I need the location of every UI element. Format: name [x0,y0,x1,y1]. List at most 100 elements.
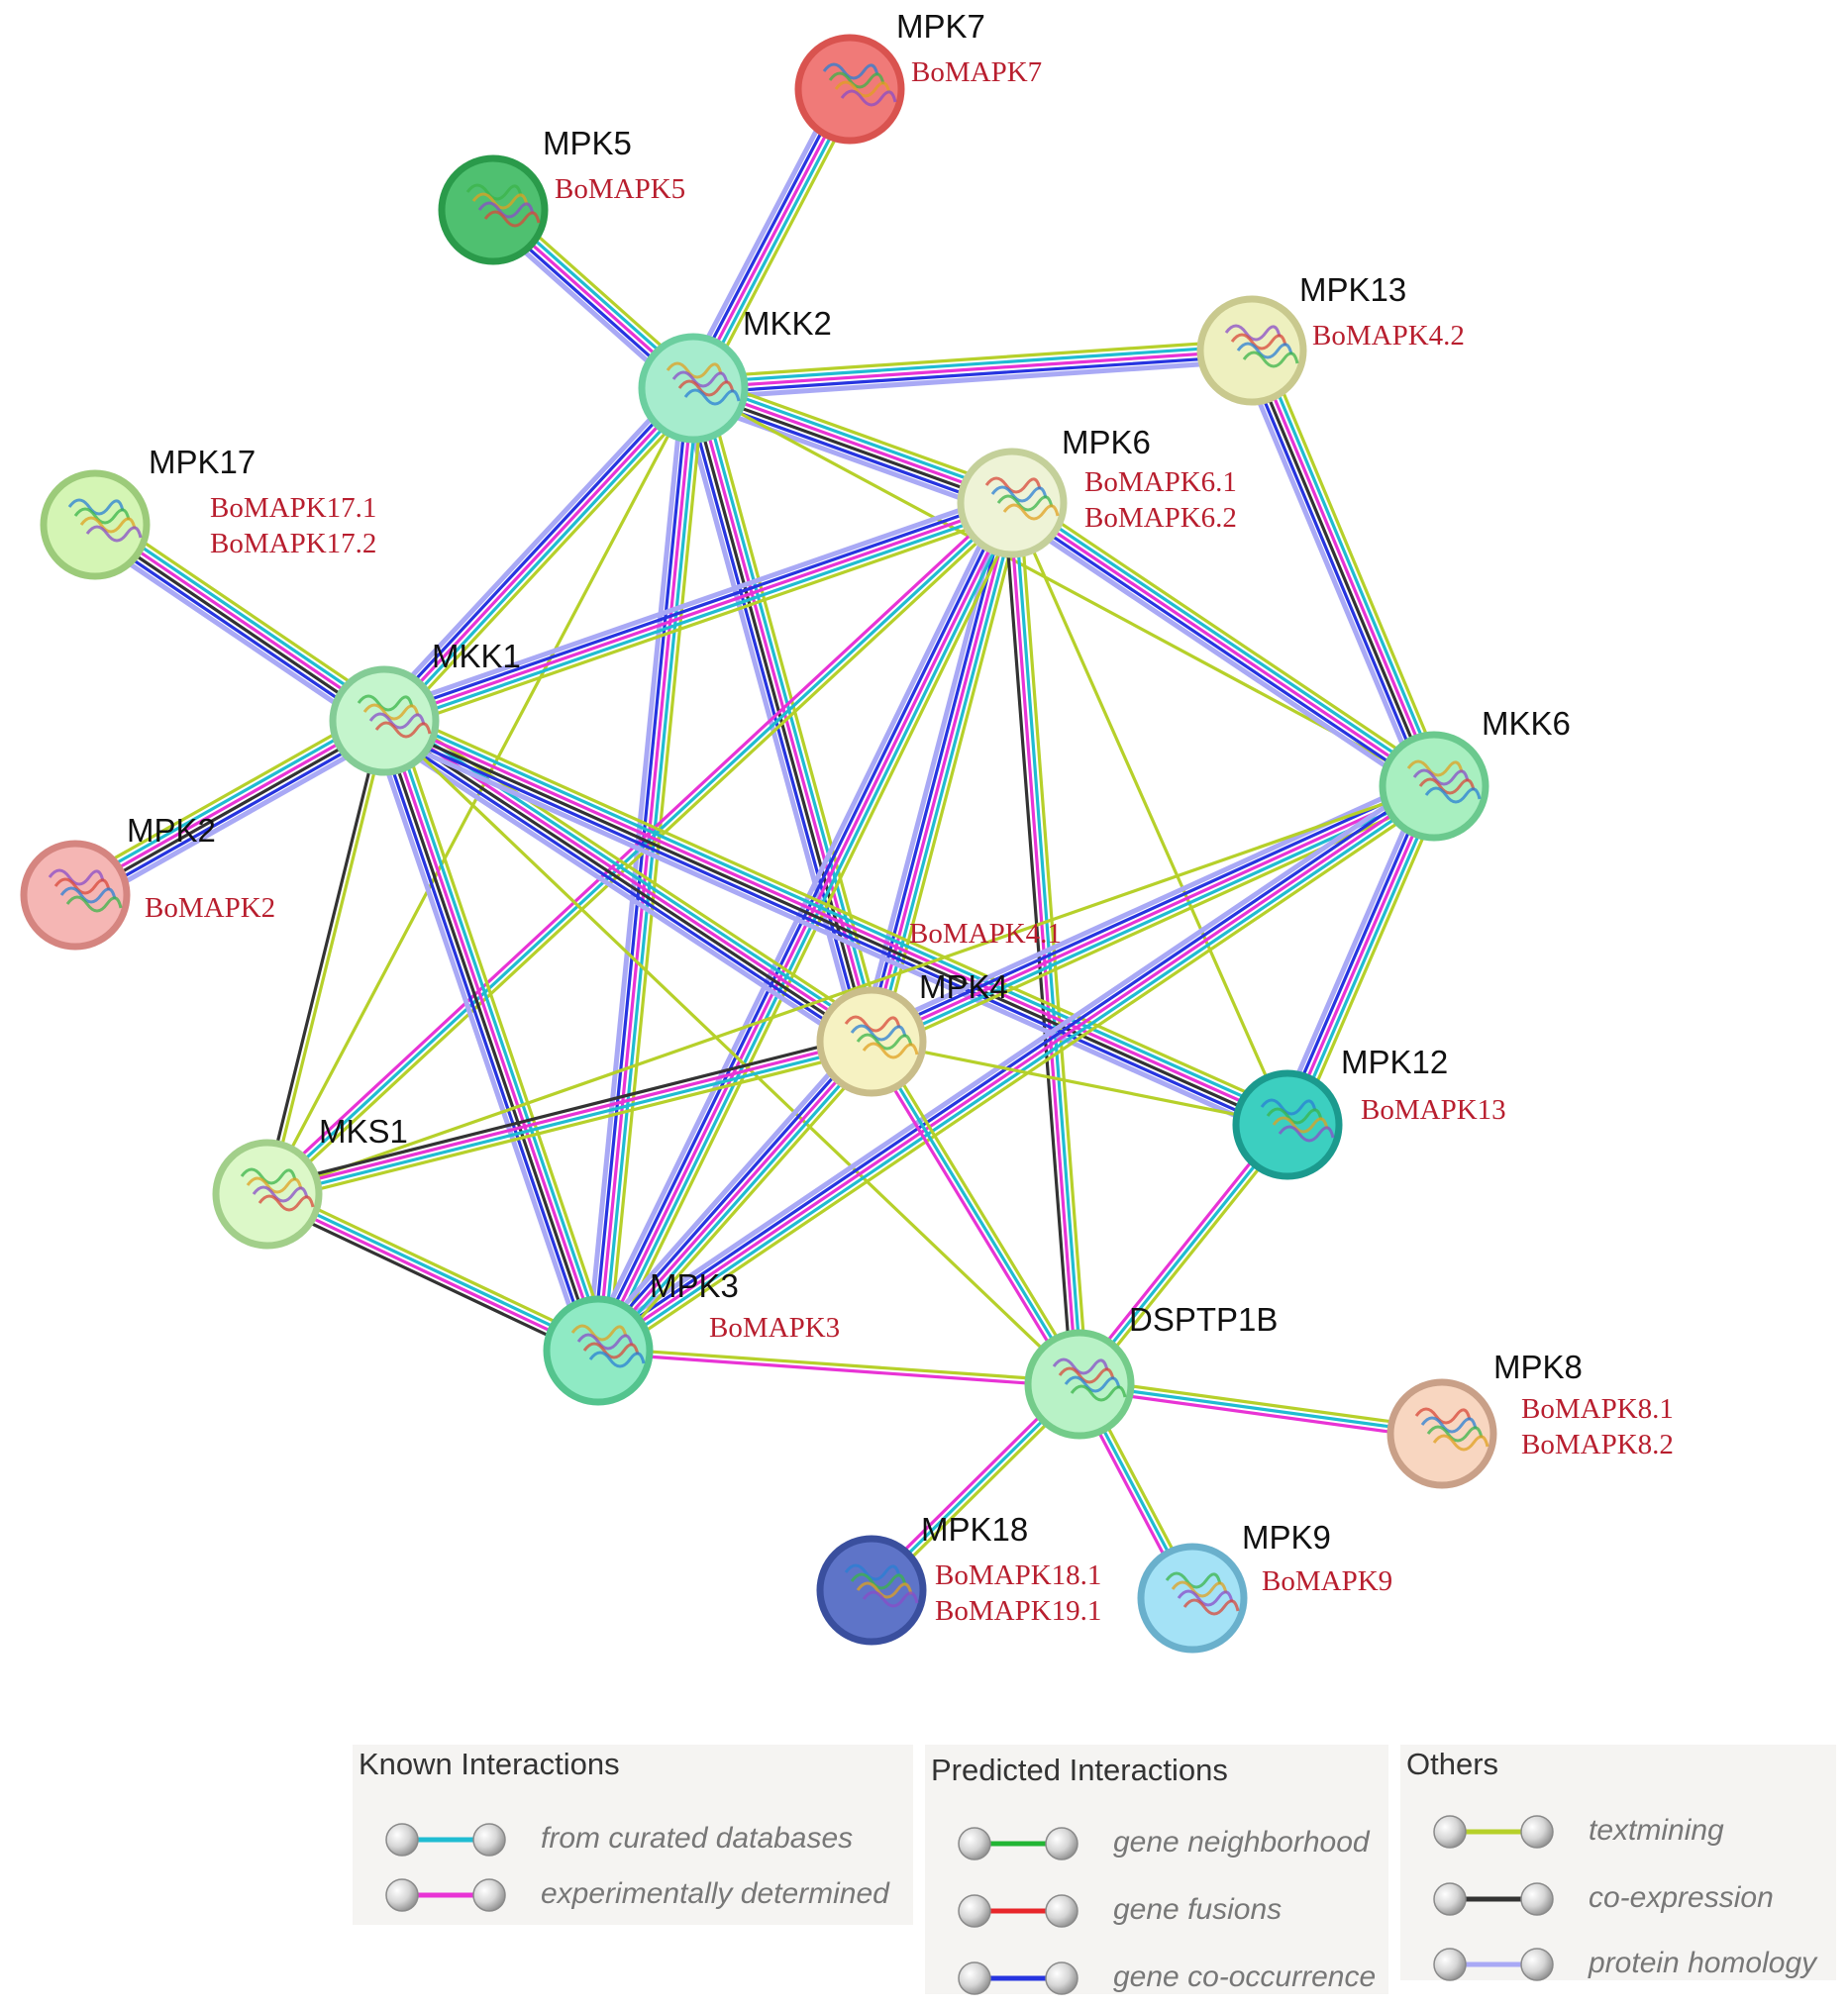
node-label: MKK6 [1482,705,1571,742]
legend-item-label: textmining [1589,1814,1724,1847]
node-circle [794,34,905,145]
edge-line-curated [386,389,699,727]
edge-line-textmining [390,393,703,730]
protein-structure-icon [240,1167,315,1212]
node-dsptp1b[interactable]: DSPTP1B [1024,1301,1278,1440]
edge-line-cooccurrence [593,780,1433,1349]
edge-mpk6-mpk3 [586,495,1023,1357]
edge-line-cooccurrence [1007,505,1433,792]
edge-line-textmining [879,504,1024,1047]
edge-line-textmining [382,719,1081,1386]
protein-structure-icon [1052,1357,1127,1402]
edge-line-experimental [596,784,1436,1353]
edge-line-coexpression [380,721,873,1046]
edge-line-homology [589,774,1431,1345]
edge-mpk17-mkk1 [85,512,393,735]
edge-mpk2-mkk1 [67,708,393,909]
edge-line-cooccurrence [1243,352,1429,791]
edge-line-curated [694,379,1017,498]
legend-item-label: experimentally determined [541,1877,889,1910]
swatch-ball [385,1878,419,1912]
edge-line-cooccurrence [378,382,691,720]
node-mks1[interactable]: MKS1 [212,1113,408,1250]
edge-mkk1-mks1 [262,718,389,1197]
edge-line-textmining [267,720,389,1197]
experimental-swatch-icon [385,1878,506,1912]
protein-structure-icon [48,868,123,913]
swatch-ball [1520,1815,1554,1849]
edge-line-coexpression [1002,501,1074,1387]
edge-line-cooccurrence [1281,782,1431,1125]
node-label: MPK7 [896,8,985,45]
edge-line-textmining [691,386,1436,788]
legend-item-label: gene fusions [1113,1893,1283,1926]
node-mkk1[interactable]: MKK1 [329,638,521,776]
edge-line-homology [691,357,1256,401]
edge-line-curated [1013,497,1439,784]
edge-line-cooccurrence [691,353,1254,395]
node-circle [20,840,131,951]
edge-line-experimental [72,717,385,895]
protein-structure-icon [1260,1098,1335,1143]
node-alias: BoMAPK6.2 [1084,502,1237,534]
homology-swatch-icon [1433,1948,1554,1981]
swatch-ball [1045,1894,1078,1928]
edge-mkk1-dsptp1b [382,719,1081,1386]
edge-line-coexpression [262,718,384,1195]
edge-mpk12-dsptp1b [1074,1120,1293,1389]
edge-mks1-mpk3 [262,1185,603,1359]
curated-swatch-icon [385,1823,506,1857]
legend-item-label: from curated databases [541,1822,854,1855]
edge-line-cooccurrence [380,496,1012,718]
edge-line-textmining [695,374,1019,493]
protein-structure-icon [570,1324,646,1368]
edge-line-experimental [264,1194,599,1355]
edge-mpk6-mpk12 [1010,501,1289,1127]
node-label: MKK2 [743,305,832,342]
node-alias: BoMAPK9 [1262,1565,1392,1597]
node-circle [40,469,151,580]
edge-line-textmining [596,1346,1081,1384]
edge-line-homology [1003,509,1431,798]
edge-line-cooccurrence [591,385,690,1353]
node-circle [1386,1378,1497,1489]
node-mkk6[interactable]: MKK6 [1379,705,1571,842]
neighborhood-swatch-icon [958,1827,1078,1860]
edge-line-textmining [1018,500,1089,1386]
edge-line-textmining [67,708,380,886]
edge-line-experimental [1077,1387,1443,1441]
edge-line-textmining [100,512,393,712]
edge-mkk2-mkk6 [691,386,1436,788]
edge-line-curated [870,1040,1081,1386]
node-alias: BoMAPK6.1 [1084,466,1237,498]
swatch-ball [1433,1815,1467,1849]
edge-line-coexpression [690,388,1013,508]
edge-line-homology [681,81,844,386]
node-circle [1137,1543,1248,1654]
swatch-ball [958,1827,991,1860]
edge-line-cooccurrence [89,529,382,730]
edge-line-curated [97,516,390,717]
node-label: MPK12 [1341,1044,1448,1080]
node-mkk2[interactable]: MKK2 [638,305,832,444]
protein-structure-icon [984,476,1060,521]
legend-item-cooccurrence: gene co-occurrence [945,1957,1499,2000]
edge-mpk4-mpk3 [587,1032,881,1359]
edge-line-textmining [690,339,1253,380]
edge-line-homology [378,490,1012,714]
node-circle [1232,1069,1343,1180]
edge-line-coexpression [263,1032,872,1189]
